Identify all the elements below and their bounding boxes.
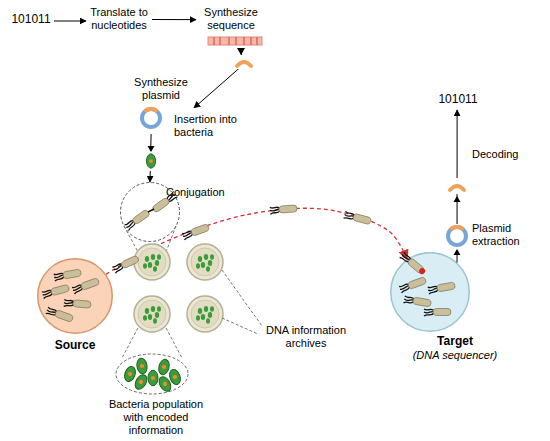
flow-arrow xyxy=(150,134,151,182)
bacterium-icon xyxy=(146,154,155,168)
circle-outline xyxy=(37,258,113,334)
leader-line xyxy=(222,270,262,334)
petri-dish xyxy=(134,244,170,280)
bacterium-icon xyxy=(168,368,183,386)
circle-shape xyxy=(391,253,470,332)
bit-string: 101011 xyxy=(436,92,480,110)
node-text: 101011 xyxy=(436,92,480,106)
node-text: Target xyxy=(390,334,520,348)
gap-mask xyxy=(234,55,254,69)
node-text: Translate to nucleotides xyxy=(86,6,152,32)
source-circle: Source xyxy=(37,258,113,334)
dna-fragment xyxy=(450,186,464,190)
node-text: Synthesize sequence xyxy=(196,6,266,32)
annotation: Plasmid extraction xyxy=(472,222,542,248)
target-circle: Target(DNA sequencer) xyxy=(390,252,470,332)
bacterium-icon xyxy=(72,278,100,294)
bacterium-icon xyxy=(399,277,427,293)
dna-bar xyxy=(208,37,262,45)
bacterium-icon xyxy=(424,309,451,317)
process-step: Synthesize plasmid xyxy=(128,76,194,134)
node-text: (DNA sequencer) xyxy=(390,349,520,362)
bacterium-icon xyxy=(112,255,140,273)
node-text: Synthesize plasmid xyxy=(128,76,194,102)
annotation: Decoding xyxy=(472,148,542,161)
zoom-leader xyxy=(122,328,182,358)
dna-stripes xyxy=(214,37,257,45)
conjugating-bacterium xyxy=(151,191,177,213)
bacterium-icon xyxy=(136,357,149,374)
flow-arrow xyxy=(152,19,196,20)
bacterium-icon xyxy=(344,211,372,225)
flow-arrow xyxy=(54,21,86,22)
bacterium-icon xyxy=(182,224,210,240)
node-text: Conjugation xyxy=(166,186,236,199)
node-text: 101011 xyxy=(8,12,54,26)
circle-outline xyxy=(390,252,470,332)
petri-dish xyxy=(187,296,223,332)
circle-shape xyxy=(38,259,113,334)
petri-dish xyxy=(134,296,170,332)
bacterium-icon xyxy=(133,373,150,392)
annotation: DNA information archives xyxy=(258,324,354,350)
dna-sequence-bar xyxy=(208,37,262,45)
bacterium-icon xyxy=(123,365,138,383)
bit-string: 101011 xyxy=(8,12,54,30)
flow-arrow xyxy=(194,50,244,108)
zoom-leader xyxy=(124,226,176,252)
arrow-head xyxy=(237,48,245,55)
bacterium-icon xyxy=(270,205,297,214)
gap-mask xyxy=(448,224,466,250)
arrow-head xyxy=(454,196,461,202)
bacterium-icon xyxy=(157,358,171,376)
flow-arrow xyxy=(106,208,407,274)
bacterium-icon xyxy=(42,284,70,298)
bacterium-icon xyxy=(54,269,82,281)
bacterium-icon xyxy=(148,370,158,386)
bacterium-icon xyxy=(404,295,432,307)
gap-mask xyxy=(446,178,468,194)
bacterium-icon xyxy=(46,307,74,323)
arrow-head xyxy=(148,146,155,152)
bacterium-icon xyxy=(64,299,92,309)
annotation: Bacteria population with encoded informa… xyxy=(104,398,208,437)
bacterium-icon xyxy=(428,282,456,294)
plasmid-icon xyxy=(142,109,160,127)
node-text: Source xyxy=(27,338,123,352)
flow-arrow xyxy=(457,110,458,263)
bacterium-icon xyxy=(157,375,174,394)
petri-dish xyxy=(187,244,223,280)
plasmid-icon xyxy=(448,227,466,245)
process-step: Synthesize sequence xyxy=(196,6,266,50)
bacterium-tip xyxy=(418,267,426,275)
edge-label: Insertion into bacteria xyxy=(174,113,250,139)
gap-mask xyxy=(143,151,159,171)
conjugation-bridge xyxy=(148,209,154,212)
arrow-head xyxy=(454,249,461,255)
conjugating-bacterium xyxy=(124,209,150,231)
dna-fragment xyxy=(237,62,251,66)
conjugation-circle: Conjugation xyxy=(120,182,180,242)
population-outline xyxy=(116,354,188,394)
arriving-bacterium xyxy=(400,252,427,276)
process-step: Translate to nucleotides xyxy=(86,6,152,36)
bacterium-icon xyxy=(400,252,426,275)
